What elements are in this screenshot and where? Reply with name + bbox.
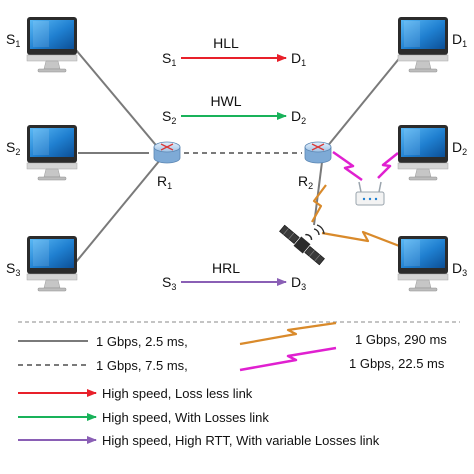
computer-d1-icon [397,16,449,73]
flow-hll-label: HLL [213,35,239,51]
router-r2-icon [304,141,332,164]
flow-hwl-label: HWL [210,93,241,109]
computer-s3-icon [26,235,78,292]
flow-hrl: HRL S3 D3 [162,260,306,292]
computer-d2-icon [397,124,449,181]
legend: 1 Gbps, 2.5 ms, 1 Gbps, 7.5 ms, 1 Gbps, … [18,321,460,448]
label-d3: D3 [452,260,467,278]
link-s3-r1 [75,159,161,263]
wireless-link-r2-ap [332,150,363,182]
flow-hwl: HWL S2 D2 [162,93,306,126]
satellite-icon [279,224,325,266]
flow-hrl-destination: D3 [291,274,306,292]
legend-magenta-link-text: 1 Gbps, 22.5 ms [349,356,445,371]
flow-hrl-label: HRL [212,260,240,276]
label-s2: S2 [6,139,20,157]
label-d1: D1 [452,31,467,49]
flow-hwl-source: S2 [162,108,176,126]
wireless-link-ap-d2 [377,152,399,179]
legend-purple-arrow-text: High speed, High RTT, With variable Loss… [102,433,380,448]
flow-hll-source: S1 [162,50,176,68]
legend-orange-link-swatch [239,321,337,346]
computer-d3-icon [397,235,449,292]
link-s1-r1 [75,49,161,151]
legend-magenta-link-swatch [239,346,337,372]
flow-hll: HLL S1 D1 [162,35,306,68]
wifi-access-point-icon [355,181,385,206]
wired-links [75,49,403,263]
label-r1: R1 [157,173,172,191]
flow-hll-destination: D1 [291,50,306,68]
label-r2: R2 [298,173,313,191]
computer-s1-icon [26,16,78,73]
label-d2: D2 [452,139,467,157]
satellite-links [311,184,403,249]
flow-hrl-source: S3 [162,274,176,292]
wireless-links [332,150,399,182]
legend-orange-link-text: 1 Gbps, 290 ms [355,332,447,347]
legend-green-arrow-text: High speed, With Losses link [102,410,269,425]
satellite-link-d3 [321,230,403,249]
satellite-signal-icon [313,224,325,236]
label-s3: S3 [6,260,20,278]
link-r2-d1 [325,54,403,149]
legend-dashed-line-text: 1 Gbps, 7.5 ms, [96,358,188,373]
legend-solid-line-text: 1 Gbps, 2.5 ms, [96,334,188,349]
router-r1-icon [153,141,181,164]
legend-red-arrow-text: High speed, Loss less link [102,386,253,401]
flow-hwl-destination: D2 [291,108,306,126]
computer-s2-icon [26,124,78,181]
satellite-link-r2 [311,184,327,223]
label-s1: S1 [6,31,20,49]
